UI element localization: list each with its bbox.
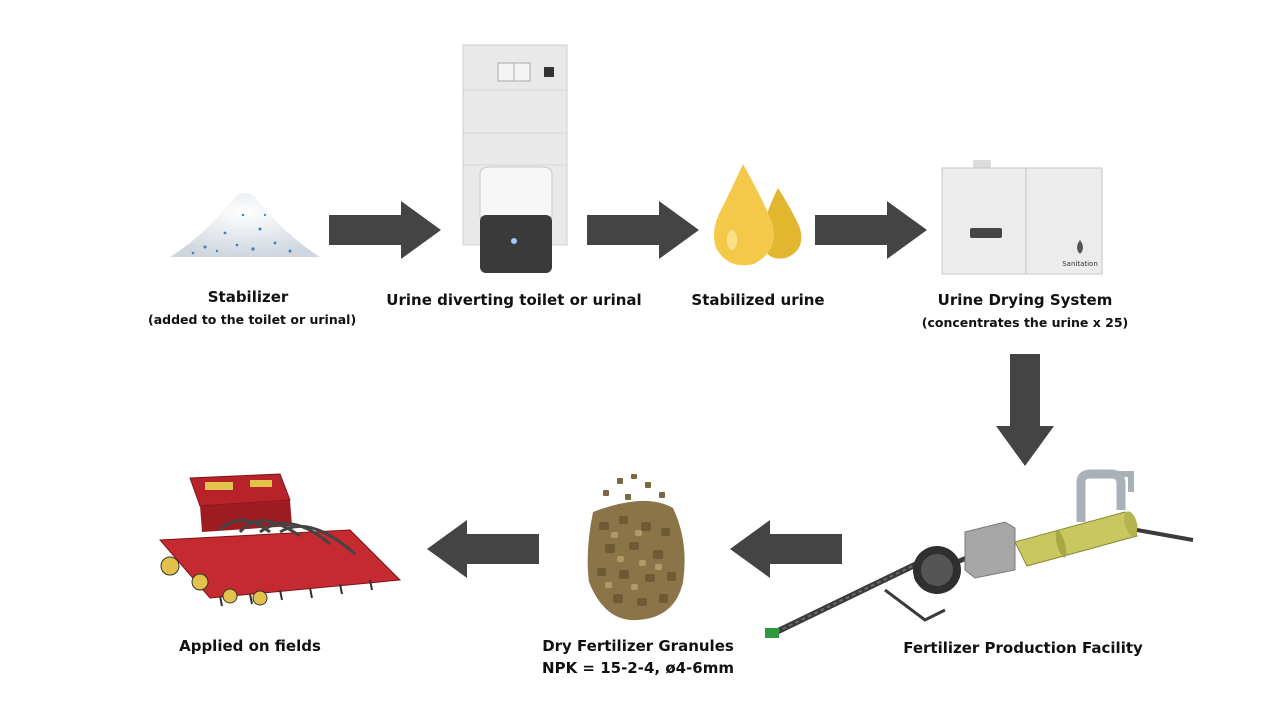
step-subtitle: NPK = 15-2-4, ø4-6mm <box>542 659 734 677</box>
step-label-granules: Dry Fertilizer Granules NPK = 15-2-4, ø4… <box>528 637 748 677</box>
step-label-production-facility: Fertilizer Production Facility <box>898 639 1148 657</box>
production-facility-icon <box>765 469 1194 638</box>
brand-text: Sanitation <box>1062 260 1098 268</box>
step-title: Dry Fertilizer Granules <box>542 637 734 655</box>
arrow-left-icon <box>730 520 842 578</box>
step-title: Stabilized urine <box>691 291 825 309</box>
step-label-toilet: Urine diverting toilet or urinal <box>384 291 644 309</box>
step-label-drying-system: Urine Drying System (concentrates the ur… <box>905 291 1145 330</box>
step-title: Stabilizer <box>207 288 289 306</box>
step-title: Urine diverting toilet or urinal <box>386 291 642 309</box>
arrow-right-icon <box>815 201 927 259</box>
step-label-applied-on-fields: Applied on fields <box>160 637 340 655</box>
step-subtitle: (concentrates the urine x 25) <box>921 315 1129 330</box>
arrow-left-icon <box>427 520 539 578</box>
step-label-stabilized-urine: Stabilized urine <box>678 291 838 309</box>
step-title: Fertilizer Production Facility <box>903 639 1143 657</box>
granules-icon <box>587 474 685 621</box>
step-subtitle: (added to the toilet or urinal) <box>148 312 357 327</box>
powder-pile-icon <box>170 193 320 257</box>
toilet-icon <box>462 44 568 273</box>
drying-unit-icon: Sanitation <box>941 160 1103 275</box>
arrow-right-icon <box>587 201 699 259</box>
urine-drops-icon <box>714 164 802 266</box>
step-title: Applied on fields <box>179 637 321 655</box>
arrow-down-icon <box>996 354 1054 466</box>
step-title: Urine Drying System <box>937 291 1113 309</box>
seed-drill-icon <box>158 473 402 607</box>
arrow-right-icon <box>329 201 441 259</box>
step-label-stabilizer: Stabilizer (added to the toilet or urina… <box>148 288 357 327</box>
